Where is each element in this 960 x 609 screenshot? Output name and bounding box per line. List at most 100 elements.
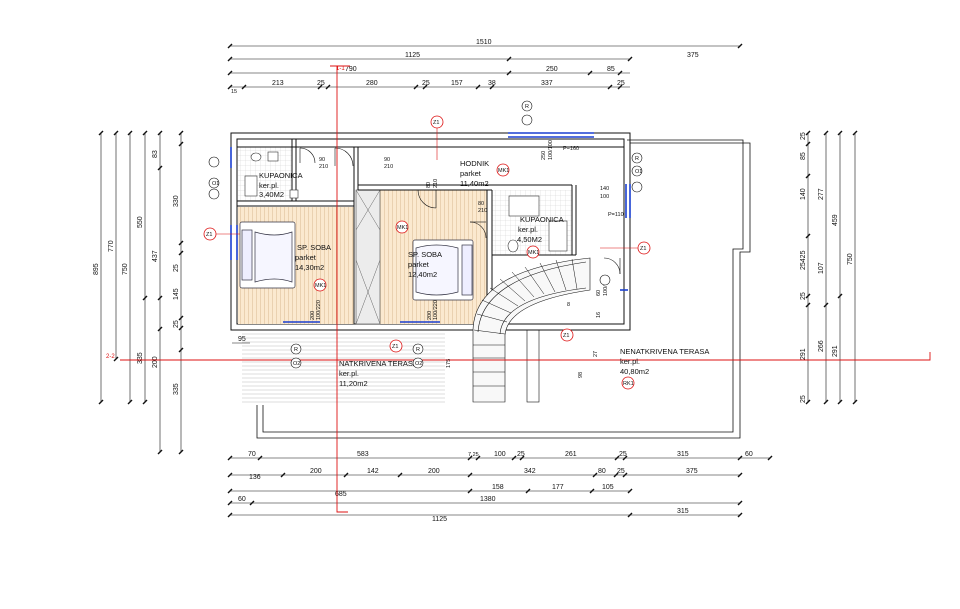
room-hallway-area: 11,40m2	[460, 179, 489, 188]
room-bedroom1-area: 14,30m2	[295, 263, 324, 272]
window-type-markers	[208, 100, 643, 369]
dim-25-b3: 25	[617, 468, 625, 475]
dim-25-b2: 25	[619, 451, 627, 458]
room-bedroom2-floor: parket	[408, 260, 430, 269]
room-bathroom2-name: KUPAONICA	[520, 215, 564, 224]
dim-95: 95	[238, 336, 246, 343]
room-bedroom2-area: 12,40m2	[408, 270, 437, 279]
dim-685: 685	[335, 491, 347, 498]
window-1-height: 100	[600, 194, 609, 200]
dim-330: 330	[173, 195, 180, 207]
dim-200-b1: 200	[310, 468, 322, 475]
dim-550: 550	[137, 216, 144, 228]
room-bathroom2-area: 4,50M2	[517, 235, 542, 244]
tag-leaders	[216, 128, 638, 249]
tag-z1-top: Z1	[433, 120, 439, 126]
dim-725: 7.25	[468, 452, 479, 458]
door-2-height: 210	[384, 164, 393, 170]
dim-790: 790	[345, 66, 357, 73]
room-bathroom2-floor: ker.pl.	[518, 225, 538, 234]
dim-583: 583	[357, 451, 369, 458]
dim-145: 145	[173, 288, 180, 300]
marker-r-right: R	[635, 156, 639, 162]
tag-mk1-bath: MK1	[528, 250, 539, 256]
door-1-height: 210	[319, 164, 328, 170]
door-1-width: 90	[319, 157, 325, 163]
tag-mk1-bed2: MK1	[397, 225, 408, 231]
door-4-width: 80	[478, 201, 484, 207]
dim-335a: 335	[137, 352, 144, 364]
window-5-width: 60	[596, 290, 602, 296]
right-dimension-chains	[805, 130, 858, 405]
section-mark-2-2: 2-2	[106, 354, 115, 360]
dim-1510: 1510	[476, 39, 492, 46]
room-covered-terrace-name: NATKRIVENA TERASA	[339, 359, 418, 368]
dim-375: 375	[687, 52, 699, 59]
dim-25-r3: 25	[800, 395, 807, 403]
dim-60-b2: 60	[238, 496, 246, 503]
room-labels: KUPAONICA ker.pl. 3,40M2 HODNIK parket 1…	[259, 159, 709, 388]
door-3-width: 80	[426, 182, 432, 188]
dim-25-r1: 25	[800, 132, 807, 140]
dim-25c: 25	[617, 80, 625, 87]
room-hallway-name: HODNIK	[460, 159, 489, 168]
room-open-terrace-name: NENATKRIVENA TERASA	[620, 347, 709, 356]
tag-z1-right: Z1	[640, 246, 646, 252]
tag-mk1-hall: MK1	[498, 168, 509, 174]
dim-277: 277	[818, 188, 825, 200]
marker-r-bottom1: R	[294, 347, 298, 353]
dim-291: 291	[832, 345, 839, 357]
covered-terrace-floor	[242, 330, 445, 405]
bottom-dimension-labels: 70 583 7.25 100 25 261 25 315 60 136 200…	[238, 451, 753, 523]
dim-266: 266	[818, 340, 825, 352]
section-mark-1-1: 1-1	[336, 66, 345, 72]
dim-175: 175	[446, 359, 452, 368]
dim-38: 38	[488, 80, 496, 87]
dim-142: 142	[367, 468, 379, 475]
room-bedroom2-name: SP. SOBA	[408, 250, 442, 259]
marker-r-bottom2: R	[416, 347, 420, 353]
parapet-label-2: P=160	[563, 146, 579, 152]
windows	[230, 132, 631, 323]
dim-8: 8	[567, 302, 570, 308]
dim-291-r: 291	[800, 348, 807, 360]
bed-room1	[239, 221, 296, 289]
dim-136: 136	[249, 474, 261, 481]
bottom-dimension-chains	[227, 455, 773, 518]
dim-157: 157	[451, 80, 463, 87]
tag-z1-terrace: Z1	[392, 344, 398, 350]
dim-315-b1: 315	[677, 451, 689, 458]
room-bathroom1-floor: ker.pl.	[259, 181, 279, 190]
top-dimension-chains	[227, 43, 743, 90]
dim-85: 85	[607, 66, 615, 73]
opening-labels: 90 210 90 210 80 210 80 210 140 100 250 …	[310, 140, 624, 378]
dim-70: 70	[248, 451, 256, 458]
marker-o1-left: O1	[212, 181, 219, 187]
room-covered-terrace-floor: ker.pl.	[339, 369, 359, 378]
right-dimension-labels: 25 85 140 25425 25 291 25 277 107 266 45…	[800, 132, 854, 403]
tag-rk1: RK1	[623, 381, 634, 387]
window-5-height: 100/220	[603, 276, 609, 296]
door-2-width: 90	[384, 157, 390, 163]
dim-375-b: 375	[686, 468, 698, 475]
dim-213: 213	[272, 80, 284, 87]
room-covered-terrace-area: 11,20m2	[339, 379, 368, 388]
dim-80: 80	[598, 468, 606, 475]
dim-107: 107	[818, 262, 825, 274]
dim-25b: 25	[422, 80, 430, 87]
dim-158: 158	[492, 484, 504, 491]
room-hallway-floor: parket	[460, 169, 482, 178]
window-2-height: 100/100	[548, 140, 554, 160]
tag-z1-stair: Z1	[563, 333, 569, 339]
dim-1125: 1125	[405, 52, 420, 59]
room-bathroom1-area: 3,40M2	[259, 190, 284, 199]
marker-o1-right: O1	[635, 169, 642, 175]
marker-r-top: R	[525, 104, 529, 110]
dim-335b: 335	[173, 383, 180, 395]
dim-25-b1: 25	[517, 451, 525, 458]
room-open-terrace-floor: ker.pl.	[620, 357, 640, 366]
room-open-terrace-area: 40,80m2	[620, 367, 649, 376]
dim-342: 342	[524, 468, 536, 475]
top-dimension-labels: 1510 1125 375 790 250 85 15 213 25 280 2…	[231, 39, 699, 95]
dim-25-left: 25	[173, 264, 180, 272]
